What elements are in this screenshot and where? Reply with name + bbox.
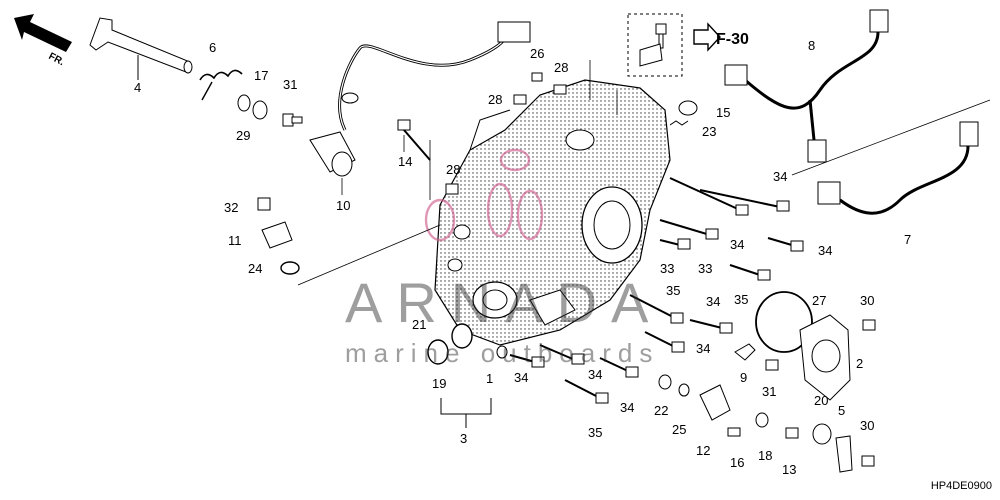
callout-3: 3 — [460, 431, 467, 446]
callout-32: 32 — [224, 200, 238, 215]
callout-28: 28 — [488, 92, 502, 107]
sub-harness-part — [724, 9, 889, 163]
sensor-part — [699, 384, 741, 437]
callout-31: 31 — [762, 384, 776, 399]
callout-25: 25 — [672, 422, 686, 437]
switch-harness-part — [309, 21, 531, 177]
callout-4: 4 — [134, 80, 141, 95]
watermark-logo — [424, 148, 544, 242]
flange-bolts — [509, 177, 876, 467]
callout-26: 26 — [530, 46, 544, 61]
callout-28: 28 — [554, 60, 568, 75]
plug-part — [678, 100, 698, 116]
callout-11: 11 — [228, 233, 242, 248]
callout-35: 35 — [588, 425, 602, 440]
cover-part — [799, 314, 851, 401]
callout-17: 17 — [254, 68, 268, 83]
shift-shaft-part — [89, 17, 193, 80]
callout-13: 13 — [782, 462, 796, 477]
dowel-pin-part — [513, 94, 527, 105]
return-spring-part — [199, 69, 243, 101]
o-ring-part — [755, 291, 813, 353]
callout-21: 21 — [412, 317, 426, 332]
callout-30: 30 — [860, 418, 874, 433]
washer-part — [237, 94, 251, 112]
dowel-pin-part — [553, 84, 567, 95]
callout-33: 33 — [660, 261, 674, 276]
callout-34: 34 — [818, 243, 832, 258]
callout-5: 5 — [838, 403, 845, 418]
callout-2: 2 — [856, 356, 863, 371]
callout-16: 16 — [730, 455, 744, 470]
sensor-part — [257, 197, 300, 275]
callout-34: 34 — [696, 341, 710, 356]
o-ring-part — [496, 345, 508, 359]
callout-14: 14 — [398, 154, 412, 169]
dowel-pin-part — [531, 72, 543, 82]
bracket-part — [835, 435, 853, 473]
washer-part — [755, 412, 769, 428]
callout-34: 34 — [706, 294, 720, 309]
callout-28: 28 — [446, 162, 460, 177]
callout-20: 20 — [814, 393, 828, 408]
callout-18: 18 — [758, 448, 772, 463]
dowel-pin-part — [445, 183, 459, 195]
callout-8: 8 — [808, 38, 815, 53]
callout-35: 35 — [666, 283, 680, 298]
callout-7: 7 — [904, 232, 911, 247]
callout-34: 34 — [773, 169, 787, 184]
callout-9: 9 — [740, 370, 747, 385]
housing-assembly — [434, 79, 671, 346]
reference-box: F-30 — [627, 13, 749, 77]
reference-arrow-icon — [693, 22, 721, 52]
spring-part — [669, 120, 689, 126]
callout-group-bracket — [440, 398, 492, 428]
callout-34: 34 — [588, 367, 602, 382]
callout-19: 19 — [432, 376, 446, 391]
callout-12: 12 — [696, 443, 710, 458]
callout-labels: 4 6 17 31 29 26 28 28 15 23 8 14 10 28 3… — [134, 38, 911, 477]
seal-part — [252, 100, 268, 120]
callout-34: 34 — [730, 237, 744, 252]
bolt-part — [397, 119, 431, 161]
callout-35: 35 — [734, 292, 748, 307]
reference-label: F-30 — [716, 31, 749, 48]
callout-31: 31 — [283, 77, 297, 92]
callout-29: 29 — [236, 128, 250, 143]
callout-6: 6 — [209, 40, 216, 55]
callout-24: 24 — [248, 261, 262, 276]
callout-1: 1 — [486, 371, 493, 386]
front-label: FR. — [47, 51, 67, 68]
callout-33: 33 — [698, 261, 712, 276]
callout-30: 30 — [860, 293, 874, 308]
seal-part — [812, 423, 832, 445]
callout-15: 15 — [716, 105, 730, 120]
washer-part — [658, 374, 672, 390]
callout-34: 34 — [620, 400, 634, 415]
callout-27: 27 — [812, 293, 826, 308]
clip-part — [734, 343, 756, 361]
main-harness-part — [817, 121, 979, 215]
bolt-part — [282, 113, 303, 127]
front-direction-arrow: FR. — [14, 14, 72, 68]
callout-10: 10 — [336, 198, 350, 213]
bearing-part — [451, 323, 473, 349]
callout-22: 22 — [654, 403, 668, 418]
diagram-code: HP4DE0900 — [930, 480, 992, 492]
callout-23: 23 — [702, 124, 716, 139]
o-ring-part — [678, 383, 690, 397]
leader-lines — [341, 60, 618, 200]
seal-part — [427, 339, 449, 365]
callout-34: 34 — [514, 370, 528, 385]
